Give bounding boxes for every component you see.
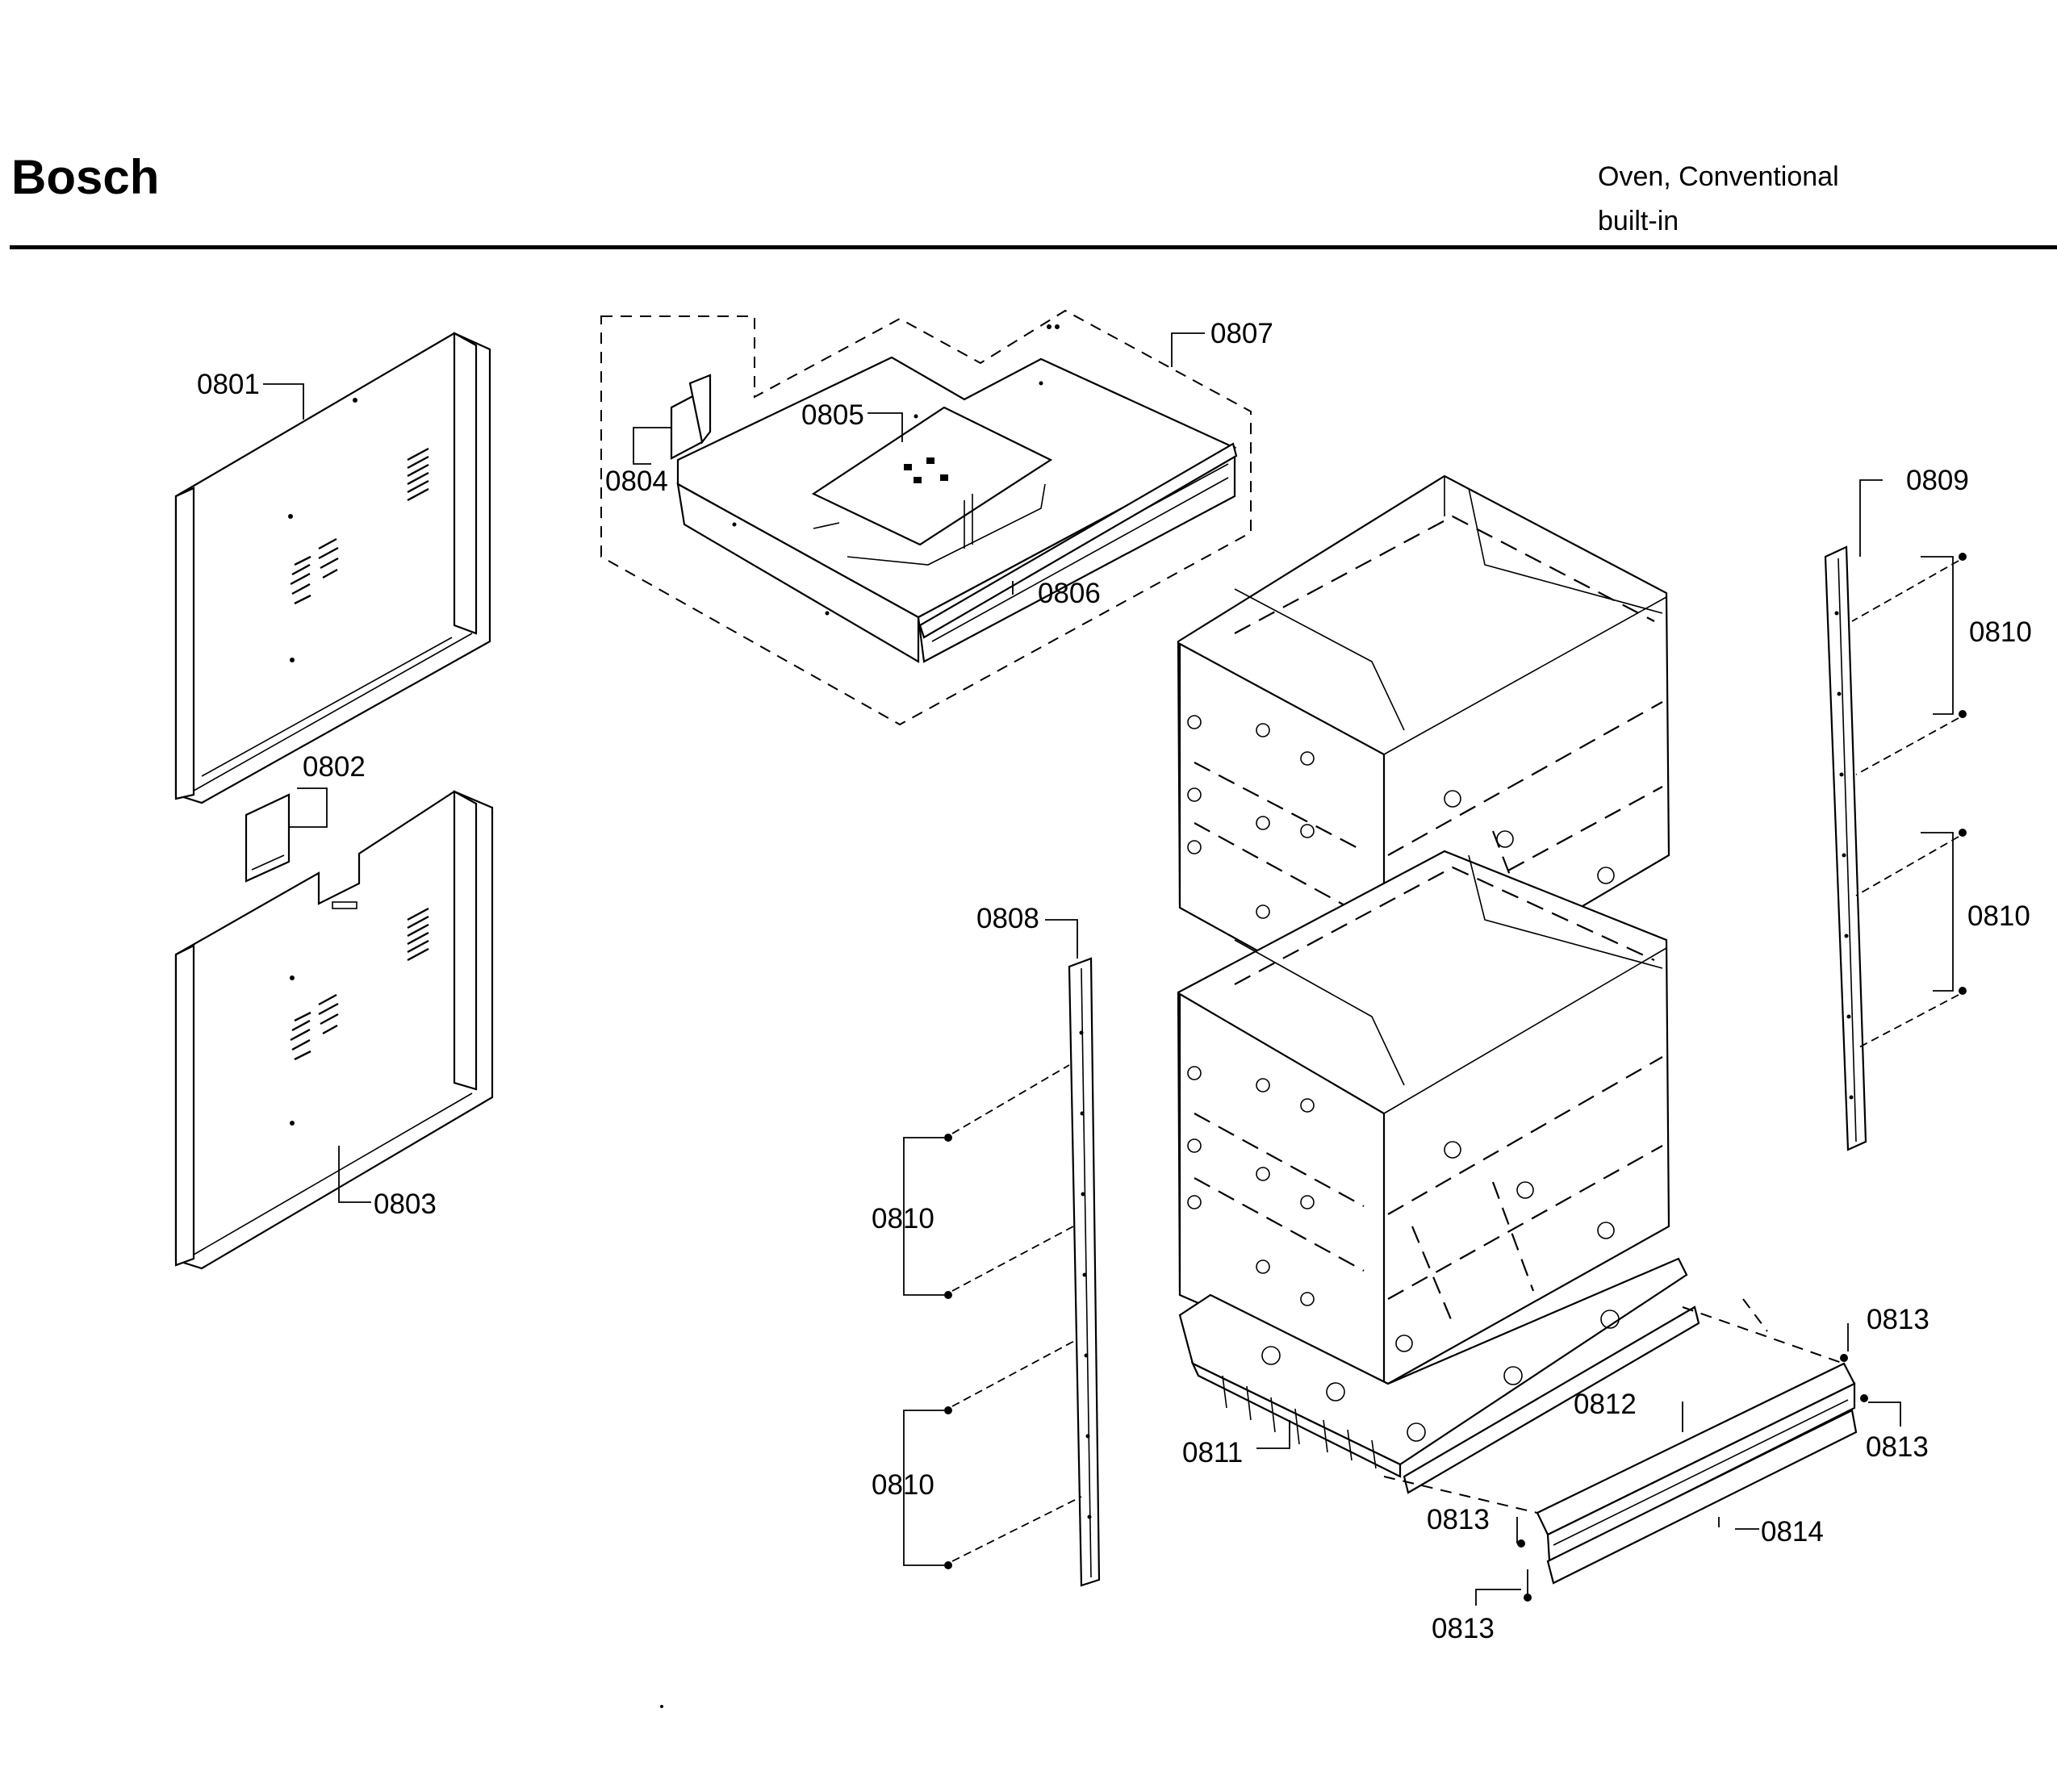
part-0802-cover-plate bbox=[245, 793, 291, 883]
base-feet-icon bbox=[1261, 1310, 1620, 1442]
callout-0810-right-upper: 0810 bbox=[1969, 616, 2032, 648]
callout-0804: 0804 bbox=[605, 466, 668, 497]
callout-0813-mid-left: 0813 bbox=[1427, 1504, 1490, 1535]
callout-0810-left-lower: 0810 bbox=[872, 1469, 934, 1501]
callout-0810-left-upper: 0810 bbox=[872, 1203, 934, 1234]
callout-0814: 0814 bbox=[1761, 1516, 1824, 1548]
part-0808-front-trim-left bbox=[1068, 957, 1101, 1587]
stray-dot bbox=[660, 1705, 663, 1708]
callout-0812: 0812 bbox=[1574, 1389, 1637, 1420]
vent-slots-icon bbox=[290, 447, 429, 605]
callout-0810-right-lower: 0810 bbox=[1967, 900, 2030, 932]
brand-logo-text: Bosch bbox=[11, 150, 160, 204]
product-description: Oven, Conventional built-in bbox=[1598, 155, 1839, 244]
callout-0811: 0811 bbox=[1182, 1437, 1243, 1468]
leader-lines bbox=[263, 332, 1954, 1606]
part-0803-lower-side-panel bbox=[174, 790, 494, 1270]
oven-frame-upper-cavity bbox=[1177, 474, 1670, 1022]
part-0807-top-assembly bbox=[600, 309, 1252, 726]
callout-0813-bottom: 0813 bbox=[1432, 1613, 1495, 1644]
part-0801-upper-side-panel bbox=[174, 332, 491, 804]
callout-0808: 0808 bbox=[976, 903, 1039, 934]
callout-0807: 0807 bbox=[1210, 318, 1273, 349]
cavity-dimples-icon bbox=[1187, 1066, 1615, 1352]
screw-set-0813 bbox=[1517, 1354, 1868, 1602]
part-0809-front-trim-right bbox=[1824, 545, 1867, 1151]
product-type: Oven, Conventional bbox=[1598, 161, 1839, 192]
oven-frame-lower-cavity bbox=[1177, 850, 1670, 1385]
product-subtype: built-in bbox=[1598, 206, 1679, 236]
screw-set-left bbox=[944, 1064, 1082, 1569]
callout-0809: 0809 bbox=[1906, 465, 1969, 496]
callout-0801: 0801 bbox=[197, 369, 260, 400]
callout-0802: 0802 bbox=[303, 751, 366, 783]
callout-0803: 0803 bbox=[374, 1188, 437, 1220]
callout-0813-top-right: 0813 bbox=[1867, 1304, 1929, 1335]
header-divider bbox=[10, 245, 2057, 249]
callout-0805: 0805 bbox=[801, 399, 864, 431]
screw-holes-icon bbox=[1079, 1030, 1092, 1519]
callout-0806: 0806 bbox=[1038, 578, 1101, 609]
part-0811-base-frame bbox=[1178, 1257, 1700, 1494]
part-0814-bottom-trim bbox=[1383, 1298, 1858, 1585]
screw-set-right bbox=[1851, 553, 1967, 1050]
screw-holes-icon bbox=[1834, 611, 1854, 1100]
callout-0813-mid-right: 0813 bbox=[1866, 1431, 1929, 1463]
vent-slots-icon bbox=[290, 907, 429, 1061]
